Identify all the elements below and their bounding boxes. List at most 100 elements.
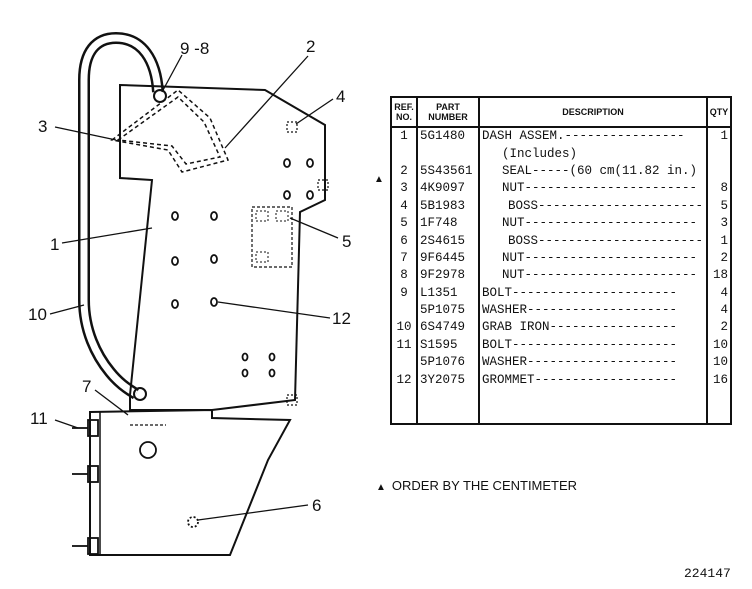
callout-10: 10: [28, 305, 47, 324]
order-note: ▲ ORDER BY THE CENTIMETER: [376, 478, 577, 493]
ref-cell: 4: [390, 197, 418, 215]
desc-cell: BOSS----------------------: [478, 232, 708, 250]
part-cell: 6S4749: [416, 319, 480, 337]
part-cell: 4K9097: [416, 180, 480, 198]
part-cell: 9F6445: [416, 249, 480, 268]
desc-cell: GROMMET-------------------: [478, 371, 708, 389]
order-note-text: ORDER BY THE CENTIMETER: [391, 478, 578, 493]
ref-cell: [390, 145, 418, 163]
desc-cell: GRAB IRON-----------------: [478, 319, 708, 337]
desc-cell: BOLT----------------------: [478, 284, 708, 302]
desc-cell: WASHER--------------------: [478, 301, 708, 320]
callout-4: 4: [336, 87, 345, 106]
table-row: 5 1F748 NUT----------------------- 3: [390, 214, 732, 233]
callout-9-8: 9 -8: [180, 39, 209, 58]
desc-cell: NUT-----------------------: [478, 180, 708, 198]
qty-cell: 2: [706, 319, 732, 337]
part-cell: [416, 145, 480, 163]
desc-cell: NUT-----------------------: [478, 267, 708, 285]
callout-12: 12: [332, 309, 351, 328]
ref-cell: [390, 301, 418, 320]
table-row: 10 6S4749 GRAB IRON----------------- 2: [390, 319, 732, 337]
ref-cell: 9: [390, 284, 418, 302]
qty-cell: 10: [706, 336, 732, 355]
desc-cell: SEAL-----(60 cm(11.82 in.): [478, 162, 708, 181]
desc-cell: NUT-----------------------: [478, 249, 708, 268]
part-cell: 5G1480: [416, 127, 480, 146]
qty-cell: 18: [706, 267, 732, 285]
desc-cell: (Includes): [478, 145, 708, 163]
table-row: 1 5G1480 DASH ASSEM.---------------- 1: [390, 127, 732, 146]
table-header-row: REF. NO. PART NUMBER DESCRIPTION QTY: [390, 96, 732, 128]
header-qty: QTY: [706, 96, 732, 128]
qty-cell: 4: [706, 284, 732, 302]
callout-3: 3: [38, 117, 47, 136]
desc-cell: DASH ASSEM.----------------: [478, 127, 708, 146]
part-cell: 1F748: [416, 214, 480, 233]
callout-1: 1: [50, 235, 59, 254]
table-row: 7 9F6445 NUT----------------------- 2: [390, 249, 732, 268]
part-cell: 2S4615: [416, 232, 480, 250]
ref-cell: 5: [390, 214, 418, 233]
part-cell: 5S43561: [416, 162, 480, 181]
filler-cell: [416, 388, 480, 425]
table-row: 6 2S4615 BOSS---------------------- 1: [390, 232, 732, 250]
table-row: 3 4K9097 NUT----------------------- 8: [390, 180, 732, 198]
callout-2: 2: [306, 37, 315, 56]
part-cell: 5P1075: [416, 301, 480, 320]
callout-7: 7: [82, 377, 91, 396]
ref-cell: 12: [390, 371, 418, 389]
desc-cell: NUT-----------------------: [478, 214, 708, 233]
table-row: 2 5S43561 SEAL-----(60 cm(11.82 in.): [390, 162, 732, 181]
qty-cell: 16: [706, 371, 732, 389]
part-cell: 3Y2075: [416, 371, 480, 389]
table-row: 4 5B1983 BOSS---------------------- 5: [390, 197, 732, 215]
table-row: 11 S1595 BOLT---------------------- 10: [390, 336, 732, 355]
callout-6: 6: [312, 496, 321, 515]
table-row: 5P1075 WASHER-------------------- 4: [390, 301, 732, 320]
ref-cell: 7: [390, 249, 418, 268]
filler-cell: [706, 388, 732, 425]
header-part-number: PART NUMBER: [416, 96, 480, 128]
ref-cell: 1: [390, 127, 418, 146]
part-cell: 5P1076: [416, 354, 480, 372]
part-cell: S1595: [416, 336, 480, 355]
qty-cell: 2: [706, 249, 732, 268]
part-cell: 5B1983: [416, 197, 480, 215]
ref-cell: 6: [390, 232, 418, 250]
desc-cell: BOLT----------------------: [478, 336, 708, 355]
ref-cell: 3: [390, 180, 418, 198]
lower-plate: [89, 408, 292, 556]
drawing-number: 224147: [684, 566, 731, 581]
qty-cell: 1: [706, 232, 732, 250]
callout-5: 5: [342, 232, 351, 251]
qty-cell: 1: [706, 127, 732, 146]
qty-cell: 10: [706, 354, 732, 372]
header-description: DESCRIPTION: [478, 96, 708, 128]
desc-cell: WASHER--------------------: [478, 354, 708, 372]
filler-cell: [390, 388, 418, 425]
ref-cell: 10: [390, 319, 418, 337]
qty-cell: [706, 162, 732, 181]
header-ref-no: REF. NO.: [390, 96, 418, 128]
qty-cell: [706, 145, 732, 163]
dash-assembly-drawing: 9 -8 2 3 4 1 5 10 12 7 11 6: [28, 31, 351, 556]
qty-cell: 5: [706, 197, 732, 215]
seal: [110, 89, 230, 173]
table-row: (Includes): [390, 145, 732, 163]
centimeter-marker-icon: ▲: [374, 174, 384, 185]
filler-cell: [478, 388, 708, 425]
dash-panel: [119, 83, 326, 411]
table-row: 5P1076 WASHER-------------------- 10: [390, 354, 732, 372]
part-cell: L1351: [416, 284, 480, 302]
desc-cell: BOSS----------------------: [478, 197, 708, 215]
table-filler-row: [390, 388, 732, 425]
qty-cell: 3: [706, 214, 732, 233]
qty-cell: 4: [706, 301, 732, 320]
ref-cell: 11: [390, 336, 418, 355]
part-cell: 9F2978: [416, 267, 480, 285]
qty-cell: 8: [706, 180, 732, 198]
callout-11: 11: [30, 409, 48, 428]
table-row: 9 L1351 BOLT---------------------- 4: [390, 284, 732, 302]
triangle-marker-icon: ▲: [376, 482, 386, 493]
